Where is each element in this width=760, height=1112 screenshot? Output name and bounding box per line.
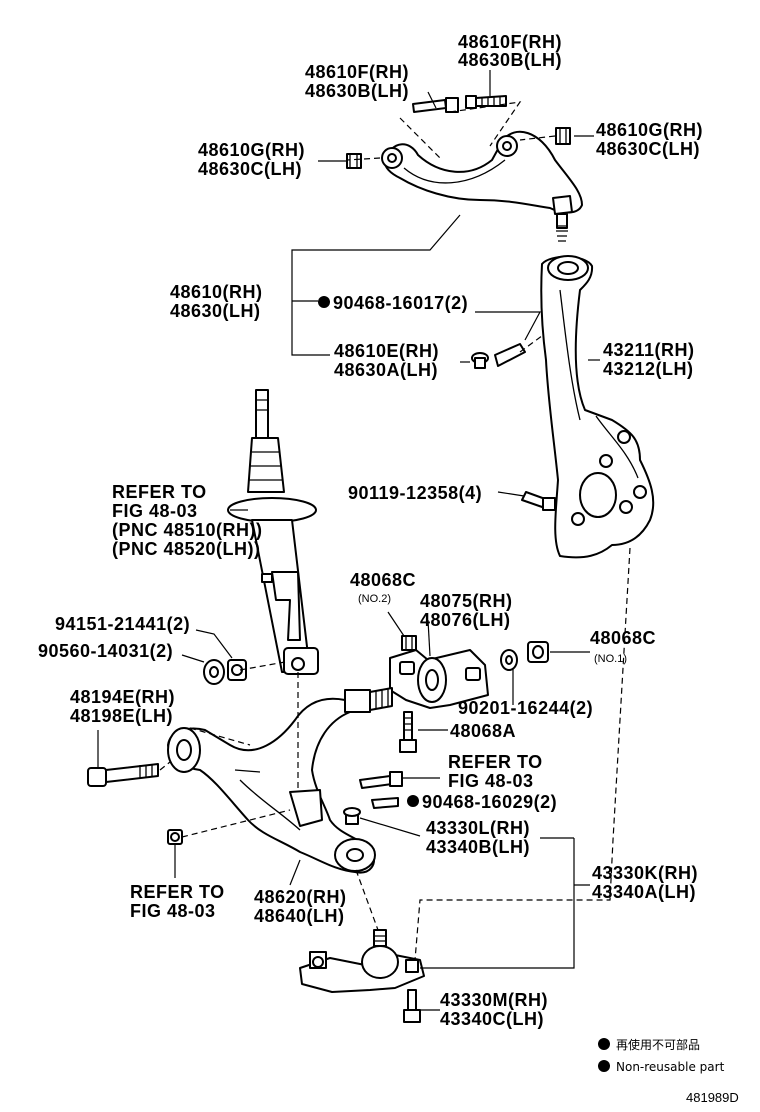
label-knuckle-1: 43211(RH): [603, 340, 695, 360]
label-upper-bushing-1: 48610E(RH): [334, 341, 439, 361]
label-bush-lower-1: 48075(RH): [420, 591, 513, 611]
label-strut-ref-2: FIG 48-03: [112, 501, 198, 521]
non-reusable-mark-lower: [407, 795, 419, 807]
label-refer-left-2: FIG 48-03: [130, 901, 216, 921]
label-uc-nut-left-2: 48630C(LH): [198, 159, 302, 179]
label-washer-94151: 94151-21441(2): [55, 614, 190, 634]
bolt-48068a: [399, 711, 417, 753]
label-strut-ref-4: (PNC 48520(LH)): [112, 539, 261, 559]
lower-control-arm: [167, 697, 376, 874]
label-48068c-no2: 48068C: [350, 570, 416, 590]
label-bush-lower-2: 48076(LH): [420, 610, 511, 630]
legend-text-jp: 再使用不可部品: [616, 1037, 700, 1052]
label-uc-nut-right-1: 48610G(RH): [596, 120, 703, 140]
label-upper-nut: 90468-16017(2): [333, 293, 468, 313]
label-bj-43330k-2: 43340A(LH): [592, 882, 696, 902]
washer-90201: [500, 649, 518, 671]
label-washer-90201: 90201-16244(2): [458, 698, 593, 718]
nut-94151: [227, 659, 247, 681]
knuckle-bolt: [521, 491, 556, 511]
refer-bolt-right: [359, 771, 403, 789]
bolt-48194e: [87, 763, 159, 787]
label-washer-90560: 90560-14031(2): [38, 641, 173, 661]
label-uc-bolt-top-2: 48630B(LH): [458, 50, 562, 70]
label-strut-ref-3: (PNC 48510(RH)): [112, 520, 263, 540]
label-bj-43330l-2: 43340B(LH): [426, 837, 530, 857]
refer-nut-left: [167, 829, 183, 845]
label-bolt-48194-2: 48198E(LH): [70, 706, 173, 726]
upper-bolt-right: [465, 95, 507, 109]
label-bolt-48194-1: 48194E(RH): [70, 687, 175, 707]
lower-bushing-48075: [389, 649, 489, 709]
label-knuckle-bolt: 90119-12358(4): [348, 483, 482, 503]
label-uc-bolt-top-1: 48610F(RH): [458, 32, 562, 52]
washer-90560: [203, 659, 225, 685]
label-uc-bolt-left-1: 48610F(RH): [305, 62, 409, 82]
legend-text-en: Non-reusable part: [616, 1060, 725, 1074]
label-lower-arm-2: 48640(LH): [254, 906, 345, 926]
label-48068c-no1: 48068C: [590, 628, 656, 648]
label-uc-nut-left-1: 48610G(RH): [198, 140, 305, 160]
label-no1: (NO.1): [594, 653, 627, 665]
upper-nut-left: [346, 153, 362, 169]
upper-nut-right: [555, 127, 571, 145]
label-uc-bolt-left-2: 48630B(LH): [305, 81, 409, 101]
nut-48068c-no1: [527, 641, 549, 663]
upper-bushing-part: [471, 329, 551, 369]
label-bj-43330l-1: 43330L(RH): [426, 818, 530, 838]
label-lower-arm-1: 48620(RH): [254, 887, 347, 907]
nut-90468-lower: [343, 797, 399, 825]
label-upper-arm-1: 48610(RH): [170, 282, 263, 302]
non-reusable-mark-upper: [318, 296, 330, 308]
label-no2: (NO.2): [358, 593, 391, 605]
label-upper-bushing-2: 48630A(LH): [334, 360, 438, 380]
shock-absorber: [227, 389, 319, 675]
label-knuckle-2: 43212(LH): [603, 359, 694, 379]
legend: 再使用不可部品 Non-reusable part: [598, 1037, 725, 1074]
ball-joint-bolt: [403, 989, 421, 1023]
upper-bolt-left: [412, 97, 459, 113]
label-upper-arm-2: 48630(LH): [170, 301, 261, 321]
label-refer-right-1: REFER TO: [448, 752, 543, 772]
label-bj-43330m-2: 43340C(LH): [440, 1009, 544, 1029]
legend-dot-jp: [598, 1038, 610, 1050]
label-refer-left-1: REFER TO: [130, 882, 225, 902]
figure-number: 481989D: [686, 1090, 739, 1105]
label-strut-ref-1: REFER TO: [112, 482, 207, 502]
nut-48068c-no2: [401, 635, 417, 651]
label-refer-right-2: FIG 48-03: [448, 771, 534, 791]
legend-dot-en: [598, 1060, 610, 1072]
ball-joint-assembly: [299, 929, 425, 993]
steering-knuckle: [540, 255, 655, 559]
label-bj-43330k-1: 43330K(RH): [592, 863, 698, 883]
label-nut-90468-lower: 90468-16029(2): [422, 792, 557, 812]
upper-control-arm: [381, 130, 583, 242]
label-uc-nut-right-2: 48630C(LH): [596, 139, 700, 159]
label-48068a: 48068A: [450, 721, 516, 741]
label-bj-43330m-1: 43330M(RH): [440, 990, 548, 1010]
